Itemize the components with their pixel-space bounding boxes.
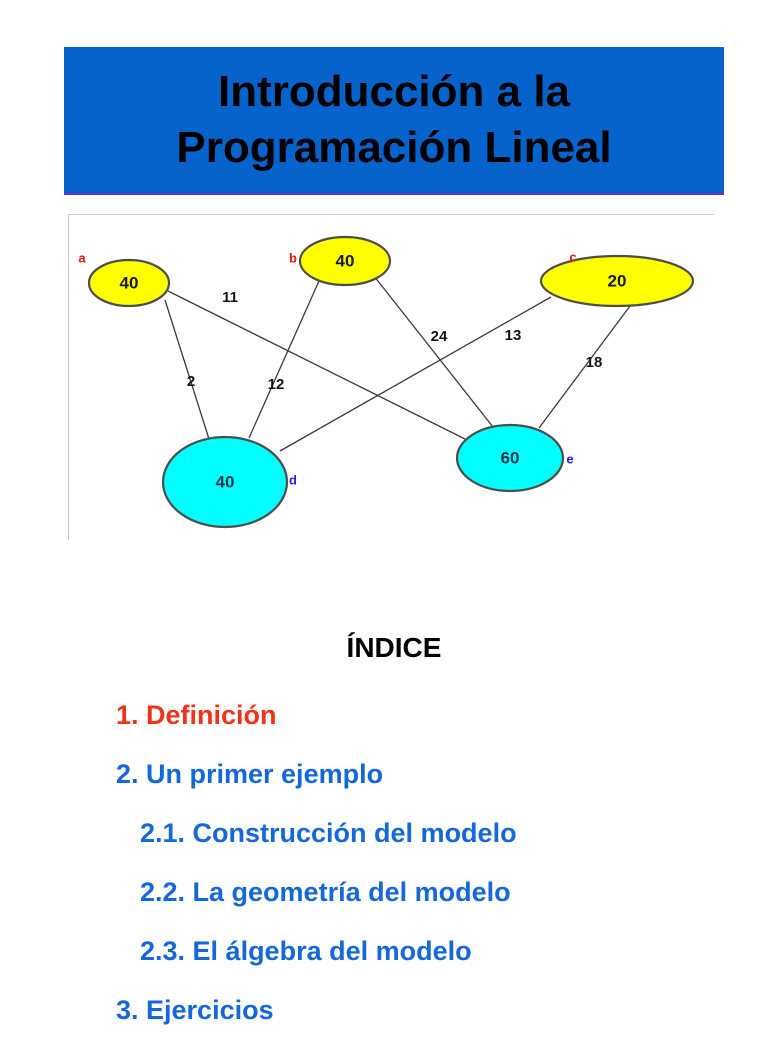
index-item[interactable]: 1. Definición	[116, 700, 277, 730]
network-diagram-frame: 40 a 40 b 20 c 40 d 60 e 2 11 12 24 13 18	[68, 214, 714, 540]
node-layer: 40 a 40 b 20 c 40 d 60 e	[78, 235, 695, 529]
slide-title-line-1: Introducción a la	[217, 67, 571, 116]
graph-node-tag-e: e	[566, 451, 573, 466]
edge-layer	[164, 275, 631, 452]
index-heading: ÍNDICE	[346, 632, 442, 663]
index-item[interactable]: 2. Un primer ejemplo	[116, 759, 384, 789]
graph-node-value-c: 20	[608, 271, 627, 290]
network-diagram: 40 a 40 b 20 c 40 d 60 e 2 11 12 24 13 18	[78, 235, 695, 529]
index-item[interactable]: 2.1. Construcción del modelo	[140, 818, 517, 848]
graph-node-value-e: 60	[501, 448, 520, 467]
graph-edge-b-e	[373, 275, 494, 428]
graph-node-tag-c: c	[569, 249, 576, 264]
graph-node-d	[161, 435, 289, 529]
index-list: 1. Definición 2. Un primer ejemplo 2.1. Co…	[64, 686, 724, 1040]
edge-label-layer: 2 11 12 24 13 18	[187, 289, 603, 393]
graph-node-b	[298, 235, 392, 287]
graph-node-value-a: 40	[120, 273, 139, 292]
edge-weight-b-e: 24	[431, 328, 448, 345]
graph-edge-b-d	[248, 280, 320, 439]
graph-node-value-b: 40	[336, 251, 355, 270]
index-item[interactable]: 3. Ejercicios	[116, 995, 274, 1025]
index-section: ÍNDICE 1. Definición 2. Un primer ejemplo…	[64, 628, 724, 1040]
edge-weight-c-d: 13	[505, 327, 522, 344]
graph-node-value-d: 40	[216, 472, 235, 491]
slide-title-line-2: Programación Lineal	[176, 123, 612, 172]
graph-node-tag-d: d	[289, 472, 297, 487]
edge-weight-a-d: 2	[187, 373, 195, 390]
graph-edge-a-e	[167, 290, 466, 440]
index-item[interactable]: 2.2. La geometría del modelo	[140, 877, 511, 907]
graph-node-tag-b: b	[289, 250, 297, 265]
edge-weight-c-e: 18	[586, 354, 603, 371]
slide-title-band: Introducción a la Programación Lineal	[64, 47, 724, 195]
graph-node-tag-a: a	[78, 250, 86, 265]
index-item[interactable]: 2.3. El álgebra del modelo	[140, 936, 472, 966]
graph-node-c	[539, 254, 695, 308]
graph-node-e	[455, 423, 565, 493]
graph-edge-c-e	[538, 305, 631, 429]
graph-edge-a-d	[164, 299, 210, 440]
graph-edge-c-d	[279, 296, 552, 452]
edge-weight-a-e: 11	[222, 289, 238, 306]
edge-weight-b-d: 12	[268, 376, 285, 393]
graph-node-a	[87, 258, 171, 308]
